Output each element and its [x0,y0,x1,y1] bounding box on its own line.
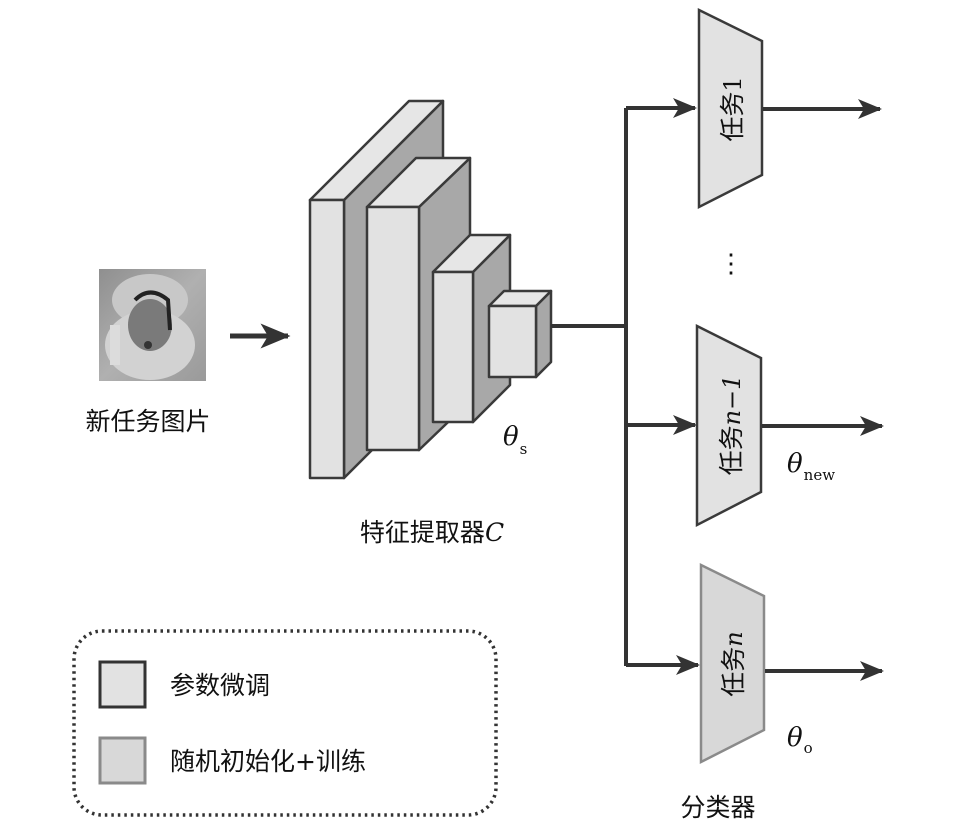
classifier-label: 分类器 [680,793,755,822]
legend-label-fine-tune: 参数微调 [170,671,270,700]
legend-border [72,629,498,817]
conv-block-4 [487,289,553,379]
legend-label-random-init: 随机初始化+训练 [170,747,366,776]
input-label: 新任务图片 [85,407,210,436]
legend: 参数微调 随机初始化+训练 [72,629,498,817]
legend-item-random-init: 随机初始化+训练 [98,736,366,785]
extractor-param: θs [503,422,527,458]
ellipsis: ⋮ [718,249,744,279]
extractor-label: 特征提取器C [360,518,504,547]
legend-item-fine-tune: 参数微调 [98,660,270,709]
legend-swatch-fine-tune [98,660,147,709]
head-n-minus-1-param: θnew [787,449,835,484]
branch-lines [551,98,700,675]
feature-extractor [308,99,553,480]
classifier-head-n: 任务n [699,562,766,765]
head-n-param: θo [787,723,813,757]
classifier-head-n-minus-1: 任务n−1 [695,323,763,528]
classifier-head-1: 任务1 [697,7,764,210]
svg-text:任务1: 任务1 [718,76,747,141]
legend-swatch-random-init [98,736,147,785]
input-image [99,269,206,381]
svg-text:任务n−1: 任务n−1 [717,375,746,476]
svg-text:任务n: 任务n [719,631,748,696]
